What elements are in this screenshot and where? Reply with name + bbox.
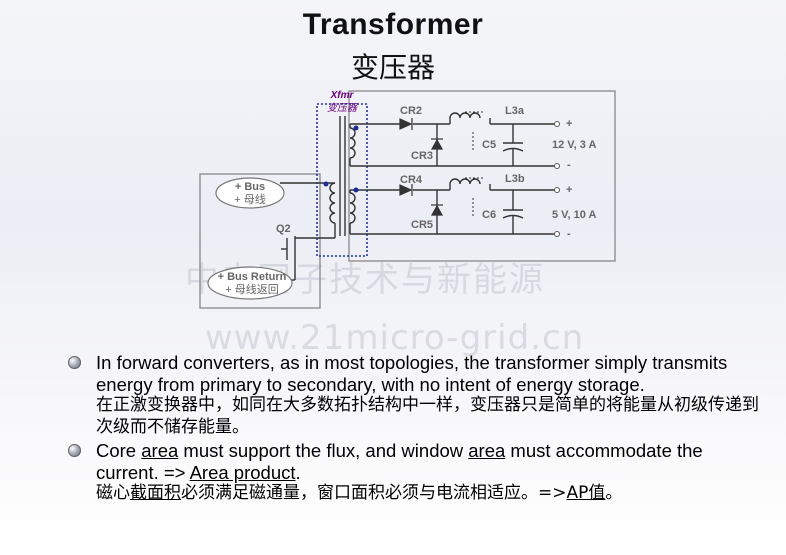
bullet-icon: [68, 356, 81, 369]
secondary-box: [348, 90, 616, 262]
bus-label: + Bus: [235, 181, 265, 193]
l3a-label: L3a: [505, 105, 525, 117]
cr3-diode: [430, 138, 444, 150]
bullet-item: Core area must support the flux, and win…: [66, 440, 766, 505]
cr3-label: CR3: [411, 150, 433, 162]
cr4-diode: [399, 184, 413, 196]
cr5-diode: [430, 204, 444, 216]
out2-rating: 5 V, 10 A: [552, 209, 596, 221]
area-term: area: [141, 440, 179, 461]
xfmr-label: Xfmr: [330, 90, 355, 101]
cr5-label: CR5: [411, 219, 433, 231]
cr4-label: CR4: [400, 174, 423, 186]
bullet-list: In forward converters, as in most topolo…: [66, 352, 766, 505]
out2-minus: -: [567, 228, 571, 240]
xfmr-label-zh: 变压器: [327, 102, 358, 114]
c5-label: C5: [482, 139, 496, 151]
out1-plus: +: [566, 118, 572, 130]
cr2-label: CR2: [400, 105, 422, 117]
area-term: area: [468, 440, 506, 461]
out2-plus: +: [566, 184, 572, 196]
cr2-diode: [399, 118, 413, 130]
forward-converter-schematic: Xfmr 变压器: [199, 90, 616, 309]
bullet-item: In forward converters, as in most topolo…: [66, 352, 766, 438]
bus-oval: [215, 177, 285, 209]
out1-minus: -: [567, 159, 571, 171]
out1-rating: 12 V, 3 A: [552, 139, 596, 151]
l3b-label: L3b: [505, 173, 525, 185]
xfmr-dashed-box: [316, 103, 368, 257]
bullet-text-en: Core area must support the flux, and win…: [96, 440, 703, 483]
c6-label: C6: [482, 209, 496, 221]
slide-title: Transformer: [302, 8, 484, 41]
q2-label: Q2: [276, 223, 291, 235]
bullet-text-zh: 磁心截面积必须满足磁通量，窗口面积必须与电流相适应。=>AP值。: [96, 483, 623, 503]
area-product-term: Area product: [189, 461, 296, 483]
bullet-icon: [68, 444, 81, 457]
bus-return-oval: [207, 266, 293, 300]
bullet-text-zh: 在正激变换器中，如同在大多数拓扑结构中一样，变压器只是简单的将能量从初级传递到次…: [96, 395, 759, 437]
slide-subtitle: 变压器: [350, 51, 435, 84]
bus-label-zh: + 母线: [234, 192, 265, 206]
bus-return-label: + Bus Return: [218, 271, 287, 283]
bus-return-label-zh: + 母线返回: [225, 282, 278, 296]
bullet-text-en: In forward converters, as in most topolo…: [96, 352, 728, 395]
primary-box: [199, 173, 321, 309]
